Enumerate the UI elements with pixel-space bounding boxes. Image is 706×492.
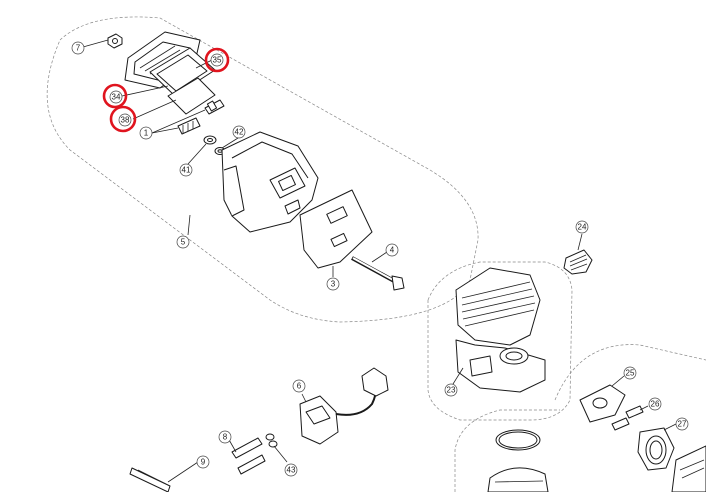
callout-27: 27	[675, 417, 689, 431]
callout-4: 4	[385, 243, 399, 257]
hex-nut	[107, 33, 123, 49]
piston	[487, 467, 549, 492]
callout-6: 6	[292, 379, 306, 393]
leader-lines	[82, 39, 677, 483]
callout-9: 9	[196, 455, 210, 469]
spark-arrestor-screen	[149, 47, 216, 97]
callout-8-label: 8	[223, 433, 228, 442]
stud-bolt	[351, 256, 405, 291]
highlight-ring-35	[204, 47, 230, 73]
callout-5-label: 5	[181, 238, 186, 247]
callout-1: 1	[139, 126, 153, 140]
intake-manifold	[637, 427, 675, 471]
muffler-cover-plate	[124, 31, 201, 89]
callout-35: 35	[204, 47, 230, 73]
cylinder	[455, 267, 546, 393]
callout-1-label: 1	[144, 129, 149, 138]
intake-group-outline	[554, 344, 706, 401]
callout-27-label: 27	[678, 420, 687, 429]
callout-35-label: 35	[213, 56, 222, 65]
cylinder-group-outline	[427, 261, 573, 421]
callout-43-label: 43	[287, 466, 296, 475]
callout-38-label: 38	[121, 116, 130, 125]
callout-38: 38	[109, 105, 137, 133]
muffler-gasket-small	[167, 77, 216, 115]
coil-screws	[231, 433, 278, 475]
highlight-ring-34	[102, 83, 128, 109]
callout-9-label: 9	[201, 458, 206, 467]
callout-25-label: 25	[626, 369, 635, 378]
callout-41: 41	[179, 163, 193, 177]
callout-4-label: 4	[390, 246, 395, 255]
callout-43: 43	[284, 463, 298, 477]
callout-24: 24	[575, 220, 589, 234]
decompression-valve	[563, 249, 593, 275]
piston-group-outline	[454, 409, 560, 492]
callout-23: 23	[444, 383, 458, 397]
callout-3: 3	[326, 277, 340, 291]
wire-fragment	[129, 467, 171, 492]
piston-ring	[495, 429, 541, 451]
muffler-group-outline	[46, 16, 479, 323]
intake-screws	[611, 405, 644, 431]
callout-24-label: 24	[578, 223, 587, 232]
callout-3-label: 3	[331, 280, 336, 289]
callout-26-label: 26	[651, 400, 660, 409]
callout-34-label: 34	[112, 93, 121, 102]
highlight-ring-38	[109, 105, 137, 133]
callout-34: 34	[102, 83, 128, 109]
ignition-coil	[299, 367, 389, 445]
callout-42: 42	[232, 125, 246, 139]
callout-7-label: 7	[76, 44, 81, 53]
callout-26: 26	[648, 397, 662, 411]
callout-6-label: 6	[297, 382, 302, 391]
callout-42-label: 42	[235, 128, 244, 137]
muffler-body	[221, 131, 319, 233]
callout-5: 5	[176, 235, 190, 249]
mounting-bolts	[177, 99, 225, 135]
callout-25: 25	[623, 366, 637, 380]
callout-8: 8	[218, 430, 232, 444]
callout-23-label: 23	[447, 386, 456, 395]
intake-plate	[579, 384, 626, 423]
housing-fragment	[671, 445, 706, 492]
muffler-gasket	[299, 189, 373, 269]
callout-41-label: 41	[182, 166, 191, 175]
callout-7: 7	[71, 41, 85, 55]
